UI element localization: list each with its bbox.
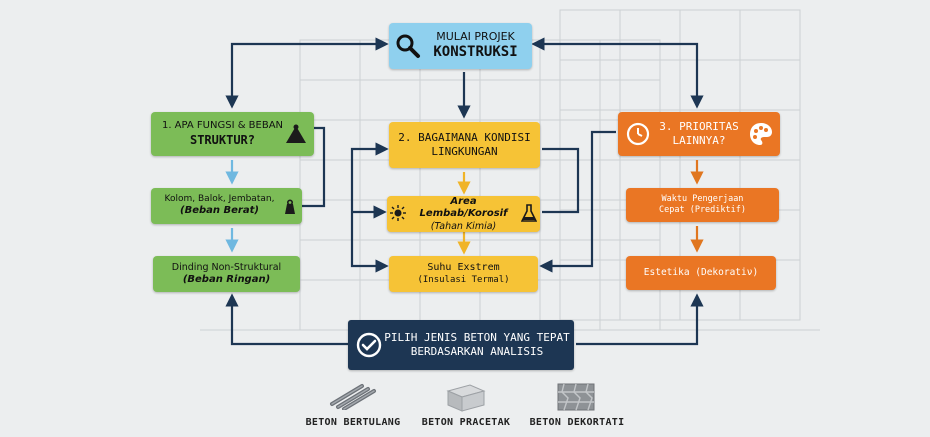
product-label-decorative: BETON DEKORTATI (529, 417, 625, 428)
col2-item2-box: Suhu Exstrem (Insulasi Termal) (389, 256, 538, 292)
magnifier-icon (396, 34, 420, 58)
weight-icon (285, 199, 295, 214)
start-box: MULAI PROJEK KONSTRUKSI (389, 23, 532, 69)
flask-icon (521, 204, 537, 222)
col1-item1-box: Kolom, Balok, Jembatan, (Beban Berat) (151, 188, 302, 224)
col1-item2-box: Dinding Non-Struktural (Beban Ringan) (153, 256, 300, 292)
col3-header-line2: LAINNYA? (672, 134, 726, 147)
sun-icon (390, 205, 406, 221)
decision-line1: PILIH JENIS BETON YANG TEPAT (384, 331, 570, 345)
clock-icon (626, 122, 650, 146)
col2-item2-line2: (Insulasi Termal) (417, 274, 510, 285)
col3-header-line1: 3. PRIORITAS (659, 120, 739, 134)
col3-item1-line1: Waktu Pengerjaan (661, 194, 744, 205)
product-label-rebar: BETON BERTULANG (305, 417, 401, 428)
col1-item2-line1: Dinding Non-Struktural (171, 261, 282, 273)
palette-icon (750, 123, 772, 145)
col3-item1-line2: Cepat (Prediktif) (659, 205, 746, 215)
col2-header-line2: LINGKUNGAN (431, 145, 498, 158)
col2-header-line1: 2. BAGAIMANA KONDISI (398, 131, 531, 145)
decision-box: PILIH JENIS BETON YANG TEPAT BERDASARKAN… (348, 320, 574, 370)
col2-header-box: 2. BAGAIMANA KONDISI LINGKUNGAN (389, 122, 540, 168)
start-line1: MULAI PROJEK (436, 30, 515, 44)
col2-item1-line1: Area Lembab/Korosif (419, 195, 508, 220)
col1-item1-line1: Kolom, Balok, Jembatan, (164, 194, 275, 205)
weight-pile-icon (286, 124, 306, 143)
col2-item1-box: Area Lembab/Korosif (Tahan Kimia) (387, 196, 540, 232)
col1-header-line1: 1. APA FUNGSI & BEBAN (161, 120, 284, 132)
col1-item2-line2: (Beban Ringan) (182, 273, 271, 285)
col1-item1-line2: (Beban Berat) (180, 205, 259, 217)
col1-header-box: 1. APA FUNGSI & BEBAN STRUKTUR? (151, 112, 314, 156)
decision-line2: BERDASARKAN ANALISIS (410, 345, 544, 358)
start-line2: KONSTRUKSI (433, 44, 518, 61)
col3-item2-box: Estetika (Dekoratiν) (626, 256, 776, 290)
precast-block-icon (446, 384, 486, 412)
check-circle-icon (356, 332, 382, 358)
col2-item2-line1: Suhu Exstrem (427, 262, 500, 274)
rebar-icon (330, 384, 376, 410)
col3-item2-line1: Estetika (Dekoratiν) (643, 267, 759, 279)
col2-item1-line2: (Tahan Kimia) (430, 220, 497, 232)
col3-item1-box: Waktu Pengerjaan Cepat (Prediktif) (626, 188, 779, 222)
product-label-precast: BETON PRACETAK (421, 417, 511, 428)
col1-header-line2: STRUKTUR? (189, 132, 256, 147)
decorative-tile-icon (557, 383, 595, 411)
col3-header-box: 3. PRIORITAS LAINNYA? (618, 112, 780, 156)
